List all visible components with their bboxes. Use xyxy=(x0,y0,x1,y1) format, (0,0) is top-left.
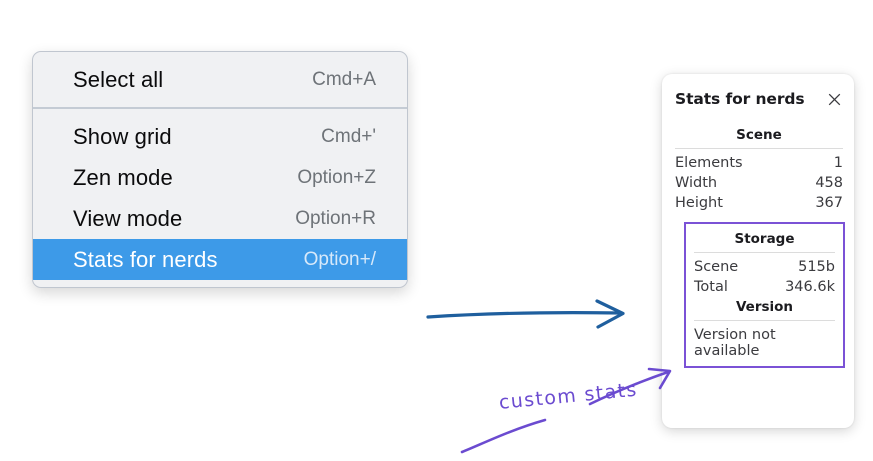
menu-item-zen-mode[interactable]: Zen mode Option+Z xyxy=(33,157,407,198)
version-heading: Version xyxy=(735,299,794,315)
section-divider xyxy=(675,148,843,149)
storage-section: Storage Scene 515b Total 346.6k xyxy=(694,231,835,297)
scene-section: Scene Elements 1 Width 458 Height 367 xyxy=(675,127,843,213)
handwritten-note: custom stats xyxy=(498,378,639,414)
stat-label: Width xyxy=(675,175,718,191)
menu-item-shortcut: Cmd+A xyxy=(312,68,376,90)
scene-heading: Scene xyxy=(736,127,782,143)
menu-item-shortcut: Option+R xyxy=(295,207,376,229)
menu-item-shortcut: Option+/ xyxy=(303,248,376,270)
section-divider xyxy=(694,320,835,321)
menu-item-label: View mode xyxy=(73,205,183,231)
menu-item-shortcut: Option+Z xyxy=(297,166,376,188)
menu-item-label: Stats for nerds xyxy=(73,246,218,272)
panel-title: Stats for nerds xyxy=(675,90,805,108)
version-section: Version Version not available xyxy=(694,299,835,359)
blue-arrow-menu-to-panel xyxy=(426,299,625,329)
stat-label: Total xyxy=(694,279,728,295)
stat-row-width: Width 458 xyxy=(675,173,843,193)
storage-heading: Storage xyxy=(734,231,795,247)
menu-item-show-grid[interactable]: Show grid Cmd+' xyxy=(33,116,407,157)
version-value: Version not available xyxy=(694,327,776,359)
close-icon[interactable] xyxy=(825,90,843,108)
stat-row-storage-total: Total 346.6k xyxy=(694,277,835,297)
stat-value: 367 xyxy=(815,195,843,211)
stat-value: 346.6k xyxy=(785,279,835,295)
stats-for-nerds-panel: Stats for nerds Scene Elements 1 Width 4… xyxy=(662,74,854,428)
stat-value: 515b xyxy=(798,259,835,275)
menu-item-label: Select all xyxy=(73,66,164,92)
stat-row-storage-scene: Scene 515b xyxy=(694,257,835,277)
stat-row-height: Height 367 xyxy=(675,193,843,213)
menu-item-select-all[interactable]: Select all Cmd+A xyxy=(33,59,407,100)
stat-label: Height xyxy=(675,195,723,211)
stat-row-elements: Elements 1 xyxy=(675,153,843,173)
panel-header: Stats for nerds xyxy=(675,87,843,111)
stat-label: Elements xyxy=(675,155,743,171)
menu-item-stats-for-nerds[interactable]: Stats for nerds Option+/ xyxy=(33,239,407,280)
section-divider xyxy=(694,252,835,253)
stat-value: 1 xyxy=(833,155,843,171)
purple-underline-stroke xyxy=(460,418,547,454)
menu-group-1: Select all Cmd+A xyxy=(33,52,407,107)
menu-item-label: Zen mode xyxy=(73,164,173,190)
stat-label: Scene xyxy=(694,259,739,275)
menu-item-shortcut: Cmd+' xyxy=(321,125,376,147)
menu-group-2: Show grid Cmd+' Zen mode Option+Z View m… xyxy=(33,109,407,287)
context-menu: Select all Cmd+A Show grid Cmd+' Zen mod… xyxy=(32,51,408,288)
custom-stats-highlight-box: Storage Scene 515b Total 346.6k Version … xyxy=(684,222,845,368)
menu-separator xyxy=(33,107,407,109)
menu-item-view-mode[interactable]: View mode Option+R xyxy=(33,198,407,239)
menu-item-label: Show grid xyxy=(73,123,172,149)
stat-value: 458 xyxy=(815,175,843,191)
